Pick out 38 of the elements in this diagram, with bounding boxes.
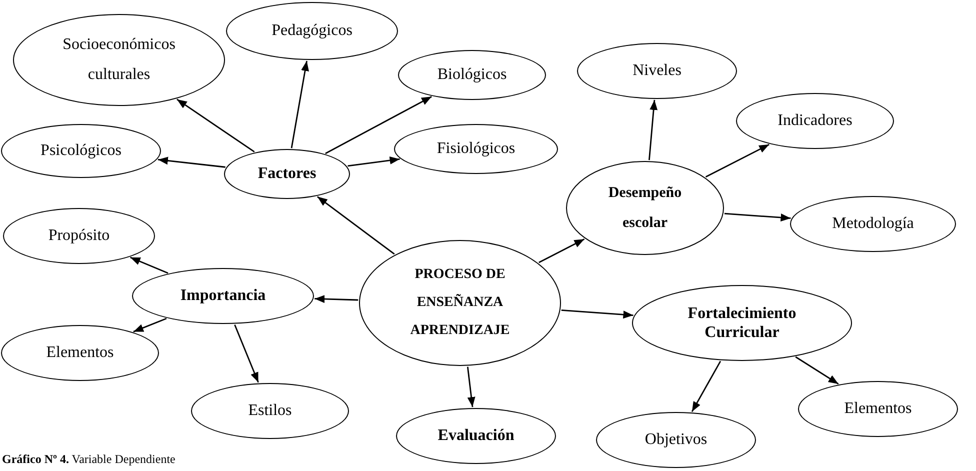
arrow xyxy=(724,212,791,222)
arrow xyxy=(691,360,722,412)
concept-label: Fisiológicos xyxy=(436,139,516,159)
arrow xyxy=(290,60,309,148)
arrow xyxy=(176,98,255,152)
concept-label: Biológicos xyxy=(437,65,507,85)
concept-label: PROCESO DE ENSEÑANZA APRENDIZAJE xyxy=(409,266,511,340)
concept-label: Psicológicos xyxy=(40,141,122,161)
arrow xyxy=(466,366,476,408)
arrow xyxy=(348,156,400,167)
arrow xyxy=(234,324,259,383)
concept-label: Elementos xyxy=(844,399,912,419)
concept-label: Pedagógicos xyxy=(272,21,352,41)
arrow xyxy=(314,295,358,303)
concept-label: Estilos xyxy=(248,401,292,421)
arrow xyxy=(705,144,770,178)
arrow xyxy=(795,356,839,385)
arrow xyxy=(325,96,432,154)
concept-label: Socioeconómicos culturales xyxy=(62,35,176,85)
arrow xyxy=(130,256,168,274)
arrow xyxy=(158,156,226,168)
arrow xyxy=(133,318,167,332)
concept-label: Desempeño escolar xyxy=(607,184,683,233)
concept-label: Evaluación xyxy=(438,426,514,446)
concept-label: Metodología xyxy=(832,214,914,234)
concept-label: Propósito xyxy=(48,226,110,246)
arrow xyxy=(538,238,585,264)
concept-label: Importancia xyxy=(180,286,266,306)
concept-label: Objetivos xyxy=(644,430,708,450)
figure-caption: Gráfico Nº 4. Variable Dependiente xyxy=(2,452,176,467)
arrow xyxy=(648,100,658,160)
concept-label: Elementos xyxy=(46,343,114,363)
concept-label: Factores xyxy=(258,164,316,184)
concept-label: Indicadores xyxy=(778,111,852,131)
concept-label: Niveles xyxy=(632,61,682,81)
arrow xyxy=(561,310,634,319)
arrow xyxy=(316,196,395,255)
concept-label: Fortalecimiento Curricular xyxy=(686,304,798,342)
